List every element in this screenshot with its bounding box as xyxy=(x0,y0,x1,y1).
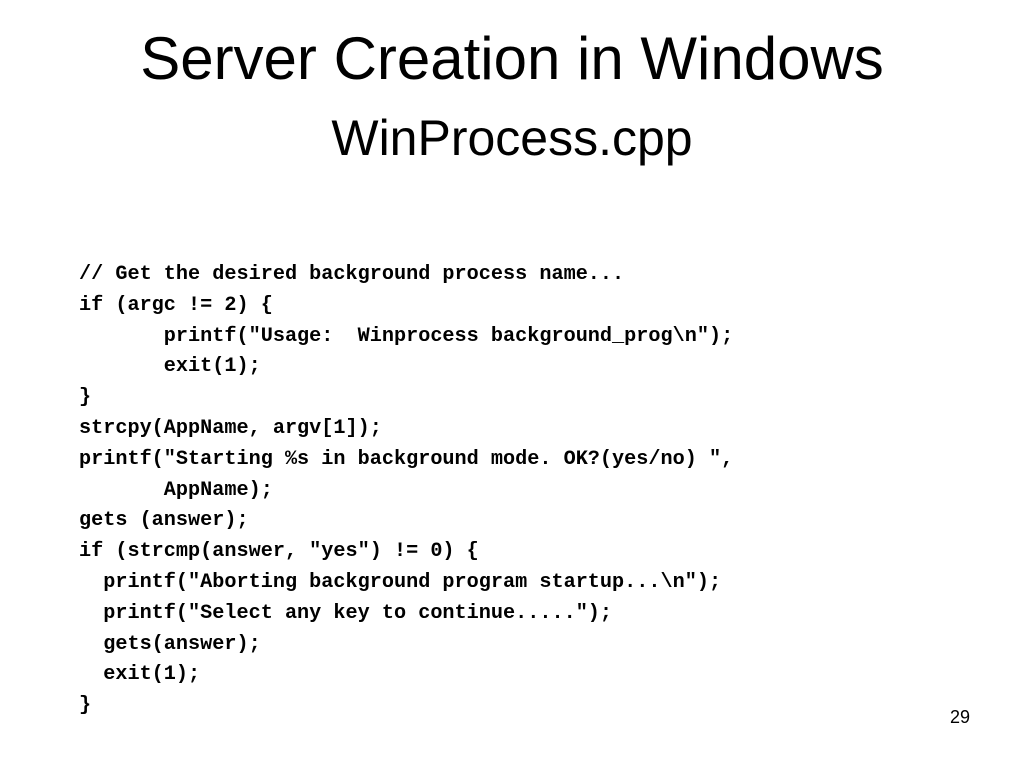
page-number: 29 xyxy=(949,707,970,727)
code-line: } xyxy=(79,386,92,410)
code-block: // Get the desired background process na… xyxy=(79,260,1009,722)
code-line: } xyxy=(79,694,92,718)
slide-subtitle: WinProcess.cpp xyxy=(331,110,693,166)
code-line: exit(1); xyxy=(79,663,201,687)
code-line: if (argc != 2) { xyxy=(79,293,273,317)
code-line: AppName); xyxy=(79,478,273,502)
code-line: printf("Usage: Winprocess background_pro… xyxy=(79,324,734,348)
code-line: if (strcmp(answer, "yes") != 0) { xyxy=(79,540,479,564)
code-line: exit(1); xyxy=(79,355,261,379)
code-line: printf("Aborting background program star… xyxy=(79,570,722,594)
code-line: printf("Select any key to continue....."… xyxy=(79,601,613,625)
code-line: gets(answer); xyxy=(79,632,261,656)
code-line: gets (answer); xyxy=(79,509,249,533)
code-line: // Get the desired background process na… xyxy=(79,263,625,286)
code-line: printf("Starting %s in background mode. … xyxy=(79,447,734,471)
slide-title: Server Creation in Windows xyxy=(140,25,884,92)
code-line: strcpy(AppName, argv[1]); xyxy=(79,416,382,440)
